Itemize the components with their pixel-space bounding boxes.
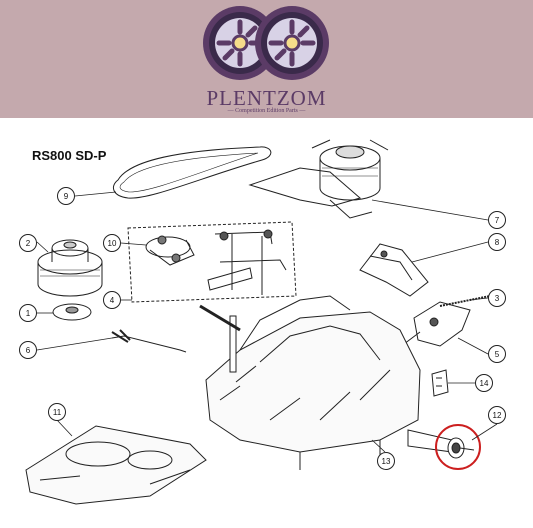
callout-5: 5	[488, 345, 506, 363]
control-arm-linkage	[207, 229, 287, 295]
callout-10: 10	[103, 234, 121, 252]
callout-13: 13	[377, 452, 395, 470]
callout-6: 6	[19, 341, 37, 359]
pulley-washer	[52, 303, 92, 321]
model-title: RS800 SD-P	[32, 148, 107, 163]
return-spring-assembly	[403, 295, 491, 347]
brand-name: PLENTZOM	[206, 86, 327, 110]
callout-4: 4	[103, 291, 121, 309]
stop-bracket	[431, 369, 449, 397]
output-axle	[407, 429, 475, 459]
parts-group-box	[127, 221, 297, 303]
callout-8: 8	[488, 233, 506, 251]
clutch-pulley	[37, 239, 103, 297]
callout-2: 2	[19, 234, 37, 252]
bypass-rod	[111, 329, 187, 353]
callout-14: 14	[475, 374, 493, 392]
fan-pulley-assembly	[248, 139, 389, 219]
callout-12: 12	[488, 406, 506, 424]
exploded-parts-diagram	[25, 139, 498, 505]
fan-shroud	[25, 425, 207, 505]
twin-wheels-logo	[203, 6, 329, 80]
highlight-circle	[435, 424, 481, 470]
control-bracket	[145, 235, 195, 266]
callout-9: 9	[57, 187, 75, 205]
callout-1: 1	[19, 304, 37, 322]
callout-3: 3	[488, 289, 506, 307]
transaxle-housing	[199, 295, 421, 470]
swash-bracket	[359, 243, 429, 297]
callout-7: 7	[488, 211, 506, 229]
brand-tagline: — Competition Edition Parts —	[227, 108, 306, 114]
callout-11: 11	[48, 403, 66, 421]
drive-belt	[112, 146, 272, 199]
